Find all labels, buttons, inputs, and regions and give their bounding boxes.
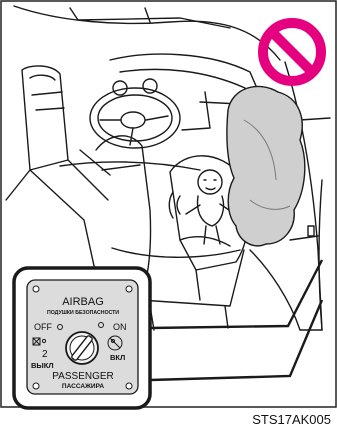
deployed-airbag bbox=[227, 86, 305, 245]
seat-count-label: 2 bbox=[42, 349, 48, 360]
inset-title: AIRBAG bbox=[62, 296, 104, 308]
figure-code: STS17AK005 bbox=[252, 412, 331, 427]
on-label-ru: ВКЛ bbox=[110, 353, 125, 362]
inset-footer-ru: ПАССАЖИРА bbox=[62, 383, 104, 390]
airbag-switch-inset: AIRBAG ПОДУШКИ БЕЗОПАСНОСТИ OFF ON 2 ВЫК… bbox=[14, 268, 150, 408]
on-label: ON bbox=[113, 322, 127, 332]
off-label: OFF bbox=[34, 322, 52, 332]
inset-title-ru: ПОДУШКИ БЕЗОПАСНОСТИ bbox=[47, 310, 119, 316]
off-label-ru: ВЫКЛ bbox=[31, 361, 54, 370]
inset-footer: PASSENGER bbox=[52, 371, 114, 382]
key-switch bbox=[66, 332, 98, 364]
